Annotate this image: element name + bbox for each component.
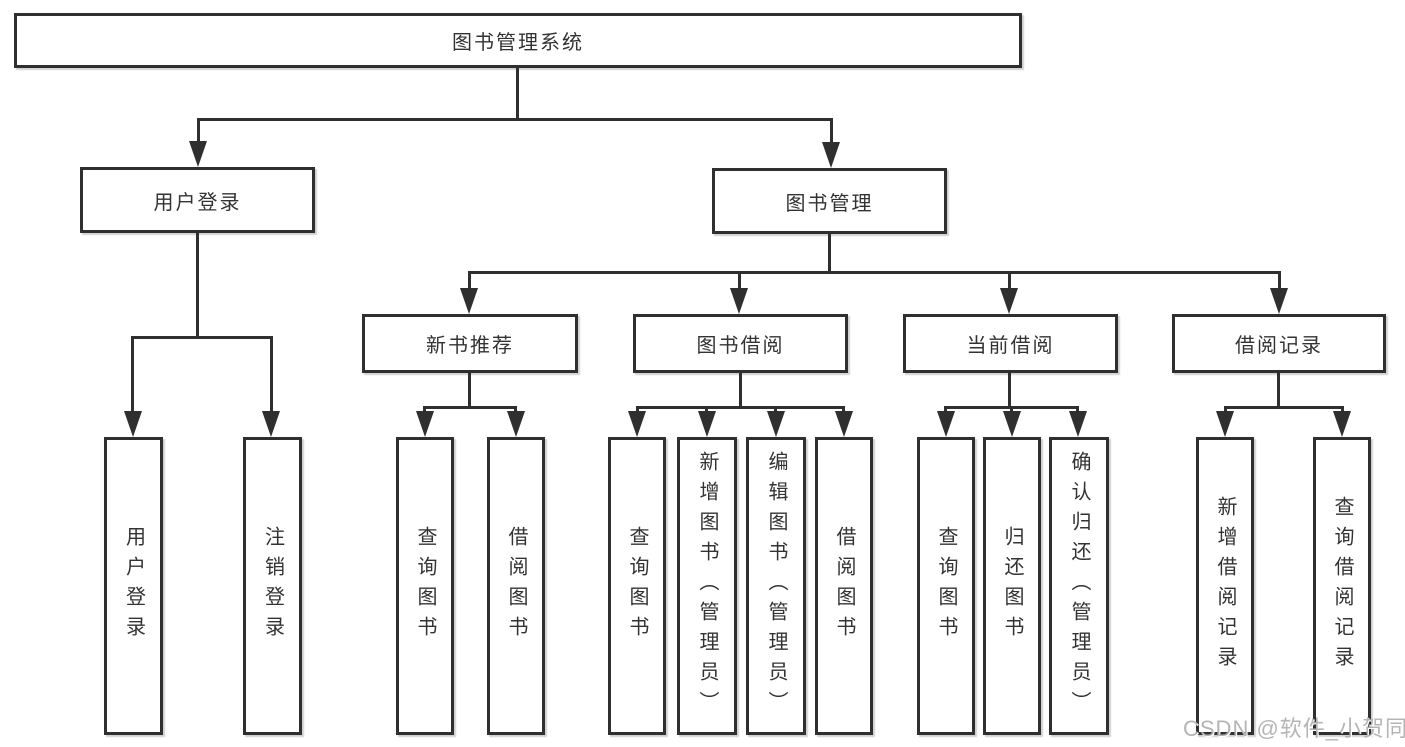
arrow-down-icon [1000, 288, 1018, 314]
connector-group4-split [1224, 406, 1343, 409]
connector-user-login-split [132, 336, 273, 339]
leaf-query-books-2: 查询图书 [608, 437, 666, 735]
connector-group1-split [423, 406, 516, 409]
connector-drop-current-borrow [1008, 271, 1011, 291]
leaf-query-books-1: 查询图书 [396, 437, 454, 735]
node-label: 编辑图书（管理员） [765, 451, 787, 721]
node-label: 注销登录 [261, 526, 284, 646]
node-label: 归还图书 [1001, 526, 1023, 646]
leaf-return-books: 归还图书 [983, 437, 1041, 735]
leaf-confirm-return-admin: 确认归还（管理员） [1049, 437, 1109, 735]
node-label: 借阅图书 [833, 526, 855, 646]
arrow-down-icon [416, 411, 434, 437]
connector-drop-book-borrow [738, 271, 741, 291]
arrow-down-icon [835, 411, 853, 437]
node-book-borrowing: 图书借阅 [633, 314, 848, 373]
node-user-login-branch: 用户登录 [80, 167, 315, 233]
node-new-book-recommendation: 新书推荐 [362, 314, 578, 373]
arrow-down-icon [1069, 411, 1087, 437]
node-label: 用户登录 [122, 526, 145, 646]
leaf-borrow-books-1: 借阅图书 [487, 437, 545, 735]
leaf-logout: 注销登录 [243, 437, 302, 735]
connector-drop-logout-leaf [270, 336, 273, 416]
arrow-down-icon [189, 141, 207, 167]
connector-user-login-stem [196, 233, 199, 339]
connector-drop-user-login [197, 118, 200, 146]
node-label: 新书推荐 [426, 335, 514, 357]
connector-book-mgmt-split [468, 271, 1281, 274]
leaf-query-books-3: 查询图书 [917, 437, 975, 735]
arrow-down-icon [1270, 288, 1288, 314]
node-label: 图书借阅 [696, 335, 785, 357]
leaf-borrow-books-2: 借阅图书 [815, 437, 873, 735]
leaf-add-books-admin: 新增图书（管理员） [677, 437, 737, 735]
arrow-down-icon [822, 142, 840, 168]
connector-group1-stem [468, 373, 471, 409]
connector-drop-borrow-record [1278, 271, 1281, 291]
node-label: 新增借阅记录 [1214, 496, 1236, 676]
node-borrowing-records: 借阅记录 [1172, 314, 1386, 373]
connector-book-mgmt-stem [828, 234, 831, 274]
connector-group2-stem [739, 373, 742, 409]
node-book-management-branch: 图书管理 [712, 168, 947, 234]
connector-group3-stem [1008, 373, 1011, 409]
csdn-watermark: CSDN @软件_小贺同学 [1183, 716, 1405, 741]
connector-drop-book-management [830, 118, 833, 146]
node-label: 当前借阅 [966, 335, 1055, 357]
node-label: 借阅记录 [1235, 335, 1323, 357]
arrow-down-icon [628, 411, 646, 437]
leaf-add-borrow-record: 新增借阅记录 [1196, 437, 1254, 735]
leaf-edit-books-admin: 编辑图书（管理员） [746, 437, 806, 735]
leaf-user-login: 用户登录 [104, 437, 163, 735]
connector-drop-login-leaf [131, 336, 134, 416]
connector-root-stem [516, 68, 519, 119]
arrow-down-icon [698, 411, 716, 437]
arrow-down-icon [937, 411, 955, 437]
node-label: 查询图书 [626, 526, 648, 646]
node-root-library-management-system: 图书管理系统 [14, 13, 1022, 68]
connector-root-split [197, 118, 833, 121]
connector-group4-stem [1277, 373, 1280, 409]
node-label: 图书管理系统 [452, 32, 584, 54]
arrow-down-icon [1333, 411, 1351, 437]
arrow-down-icon [507, 411, 525, 437]
arrow-down-icon [767, 411, 785, 437]
leaf-query-borrow-record: 查询借阅记录 [1313, 437, 1371, 735]
arrow-down-icon [262, 411, 280, 437]
arrow-down-icon [124, 411, 142, 437]
node-label: 确认归还（管理员） [1068, 451, 1090, 721]
node-label: 查询图书 [935, 526, 957, 646]
node-label: 用户登录 [153, 191, 242, 214]
arrow-down-icon [460, 288, 478, 314]
node-label: 新增图书（管理员） [696, 451, 718, 721]
node-label: 借阅图书 [505, 526, 527, 646]
node-label: 查询借阅记录 [1331, 496, 1353, 676]
node-current-borrowing: 当前借阅 [903, 314, 1118, 373]
node-label: 查询图书 [414, 526, 436, 646]
connector-group2-split [636, 406, 845, 409]
arrow-down-icon [1003, 411, 1021, 437]
node-label: 图书管理 [785, 192, 874, 215]
connector-drop-new-book [468, 271, 471, 291]
arrow-down-icon [1216, 411, 1234, 437]
arrow-down-icon [730, 288, 748, 314]
